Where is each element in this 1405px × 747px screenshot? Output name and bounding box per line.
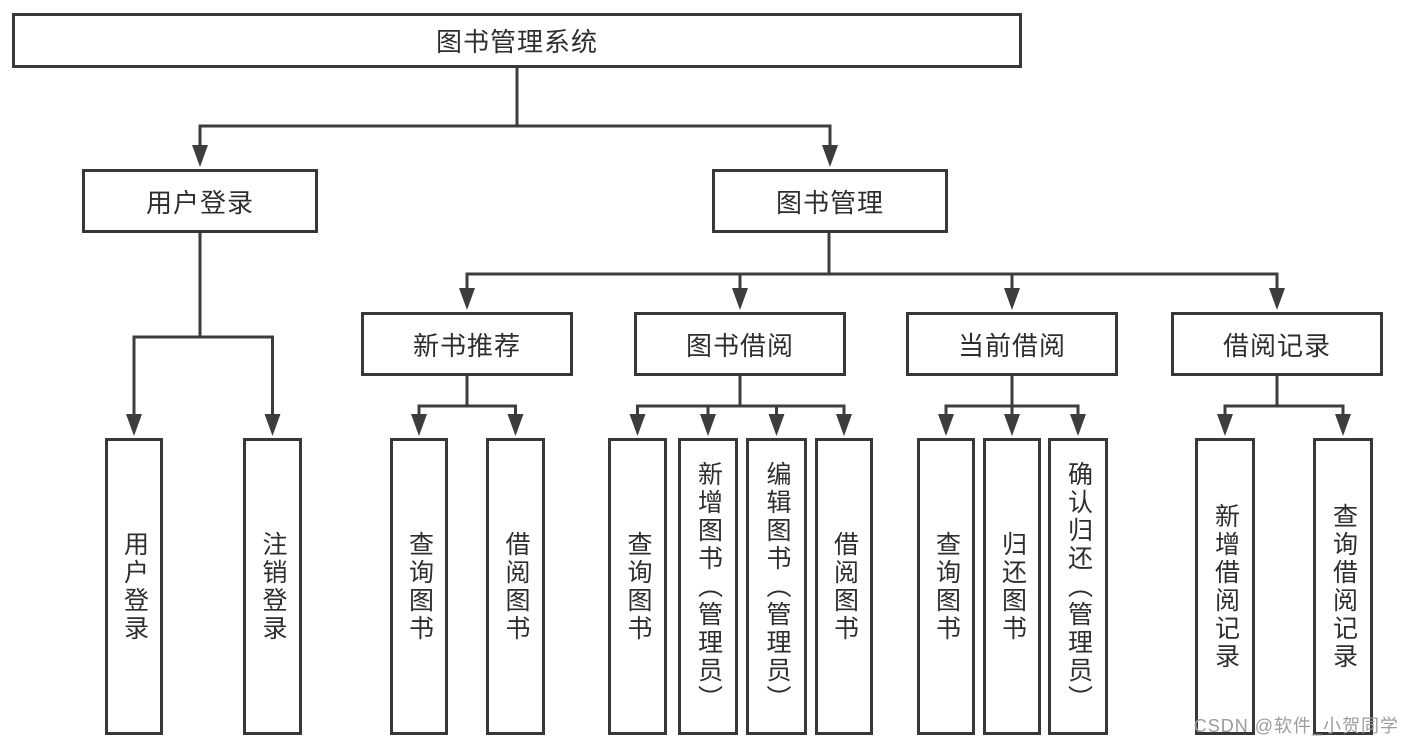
leaf-bb-borrow-books: 借阅图书	[815, 438, 873, 735]
leaf-cb-confirm-return-admin: 确认归还（管理员）	[1048, 438, 1108, 735]
node-user-login: 用户登录	[82, 169, 318, 233]
node-book-borrowing: 图书借阅	[634, 312, 846, 376]
leaf-logout: 注销登录	[243, 438, 302, 735]
arrowheads	[126, 145, 1351, 436]
node-borrow-records: 借阅记录	[1171, 312, 1383, 376]
node-library-system: 图书管理系统	[12, 13, 1022, 68]
leaf-br-add-record: 新增借阅记录	[1195, 438, 1255, 735]
leaf-bb-edit-books-admin: 编辑图书（管理员）	[746, 438, 807, 735]
leaf-nb-borrow-books: 借阅图书	[486, 438, 545, 735]
leaf-cb-query-books: 查询图书	[917, 438, 975, 735]
node-new-book-recommend: 新书推荐	[361, 312, 573, 376]
leaf-cb-return-books: 归还图书	[983, 438, 1041, 735]
leaf-bb-add-books-admin: 新增图书（管理员）	[678, 438, 738, 735]
leaf-br-query-record: 查询借阅记录	[1313, 438, 1373, 735]
leaf-user-login: 用户登录	[105, 438, 163, 735]
node-current-borrowing: 当前借阅	[906, 312, 1118, 376]
csdn-watermark: CSDN @软件_小贺同学	[1193, 716, 1399, 736]
node-book-management: 图书管理	[712, 169, 948, 233]
leaf-nb-query-books: 查询图书	[390, 438, 448, 735]
leaf-bb-query-books: 查询图书	[608, 438, 667, 735]
